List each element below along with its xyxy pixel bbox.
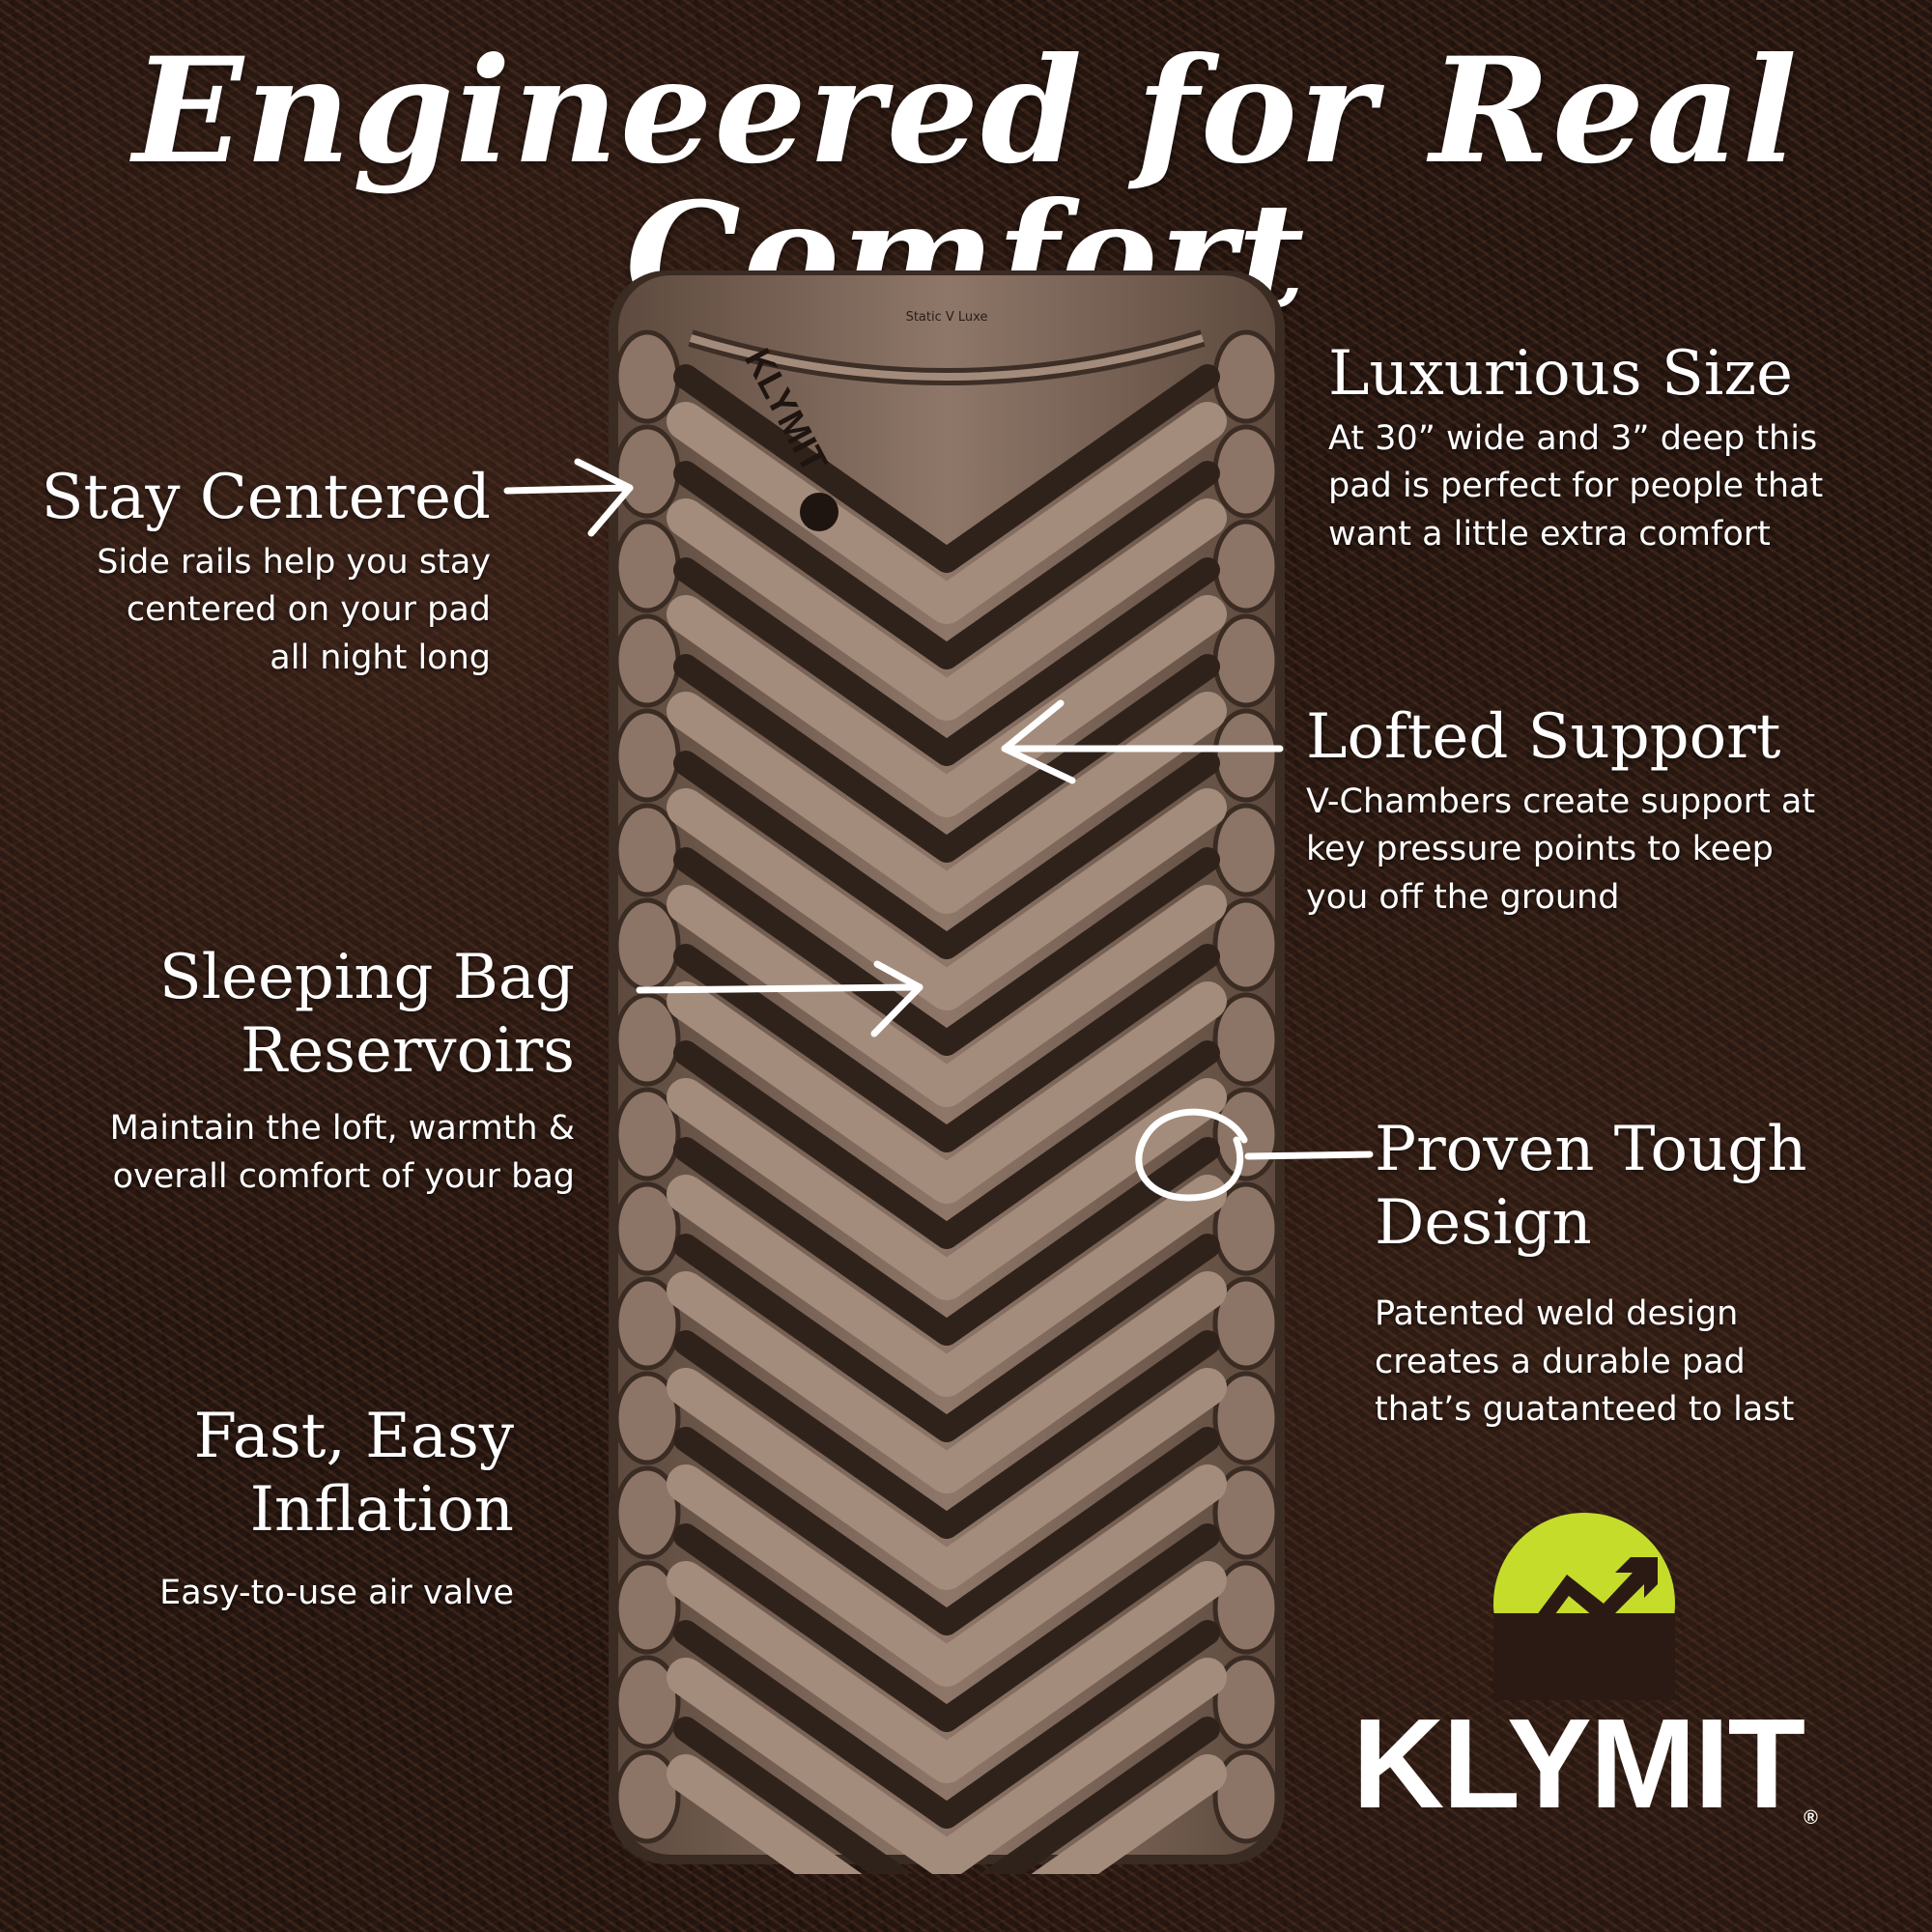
side-rail-segment: [1212, 1465, 1280, 1560]
v-chamber-groove: [673, 1137, 1220, 1346]
feature-title-line: Design: [1375, 1186, 1592, 1259]
side-rail-segment: [613, 992, 681, 1087]
side-rail-segment: [1212, 1371, 1280, 1465]
side-rail-segment: [613, 1560, 681, 1655]
v-chamber-groove: [673, 1040, 1220, 1249]
feature-desc-line: that’s guatanteed to last: [1375, 1390, 1795, 1430]
feature-desc-line: overall comfort of your bag: [112, 1156, 575, 1196]
side-rail-segment: [613, 897, 681, 992]
feature-desc-line: Easy-to-use air valve: [159, 1574, 514, 1613]
feature-title-line: Sleeping Bag: [158, 942, 575, 1013]
klymit-logo: KLYMIT®: [1352, 1507, 1818, 1835]
pad-model-text: Static V Luxe: [906, 310, 988, 325]
v-chamber-groove: [673, 1330, 1220, 1539]
v-chamber: [667, 788, 1227, 1010]
feature-desc-line: Side rails help you stay: [97, 542, 491, 582]
v-chamber: [667, 1271, 1227, 1493]
feature-desc-line: Maintain the loft, warmth &: [109, 1109, 575, 1149]
feature-desc-line: key pressure points to keep: [1306, 830, 1774, 869]
v-chamber-groove: [673, 1234, 1220, 1442]
side-rail-segment: [613, 424, 681, 519]
v-chamber-groove: [673, 557, 1220, 766]
feature-luxurious-size: Luxurious Size At 30” wide and 3” deep t…: [1328, 338, 1823, 559]
side-rail-segment: [613, 1655, 681, 1749]
side-rail-segment: [1212, 1276, 1280, 1371]
side-rail-segment: [613, 329, 681, 424]
side-rail-segment: [1212, 803, 1280, 897]
v-chamber-groove: [673, 1427, 1220, 1635]
side-rail-segment: [1212, 1655, 1280, 1749]
v-chamber: [667, 402, 1227, 624]
v-chamber-groove: [673, 1717, 1220, 1874]
feature-title-line: Inflation: [249, 1473, 514, 1546]
klymit-mountain-logo-icon: [1493, 1513, 1675, 1700]
feature-lofted-support: Lofted Support V-Chambers create support…: [1306, 701, 1815, 923]
v-chamber: [667, 885, 1227, 1107]
feature-title: Lofted Support: [1306, 701, 1781, 773]
feature-desc-line: pad is perfect for people that: [1328, 467, 1824, 506]
side-rail-segment: [1212, 1749, 1280, 1844]
side-rail-segment: [1212, 708, 1280, 803]
pad-valve-icon: [800, 493, 838, 531]
side-rail-segment: [1212, 613, 1280, 708]
feature-desc-line: centered on your pad: [126, 590, 491, 630]
side-rail-segment: [613, 613, 681, 708]
v-chamber-groove: [673, 751, 1220, 959]
v-chamber-groove: [673, 1620, 1220, 1829]
v-chamber-groove: [673, 944, 1220, 1152]
feature-title-line: Fast, Easy: [193, 1401, 514, 1472]
feature-sleeping-bag-reservoirs: Sleeping Bag Reservoirs Maintain the lof…: [110, 942, 575, 1201]
side-rail-segment: [613, 1371, 681, 1465]
sleeping-pad-image: Static V Luxe KLYMIT: [599, 251, 1294, 1874]
v-chamber: [667, 1175, 1227, 1397]
feature-desc-line: Patented weld design: [1375, 1294, 1739, 1334]
feature-desc-line: At 30” wide and 3” deep this: [1328, 418, 1818, 458]
v-chamber-groove: [673, 847, 1220, 1056]
side-rail-segment: [1212, 897, 1280, 992]
side-rail-segment: [1212, 519, 1280, 613]
v-chamber: [667, 498, 1227, 721]
feature-fast-easy-inflation: Fast, Easy Inflation Easy-to-use air val…: [159, 1401, 514, 1618]
v-chamber-groove: [673, 654, 1220, 863]
feature-title: Luxurious Size: [1328, 338, 1793, 410]
feature-desc-line: creates a durable pad: [1375, 1342, 1746, 1381]
feature-desc-line: you off the ground: [1306, 877, 1620, 917]
side-rail-segment: [613, 1276, 681, 1371]
feature-desc-line: all night long: [270, 638, 491, 677]
side-rail-segment: [1212, 424, 1280, 519]
side-rail-segment: [613, 708, 681, 803]
v-chamber: [667, 1078, 1227, 1300]
feature-title-line: Proven Tough: [1375, 1114, 1807, 1185]
side-rail-segment: [613, 803, 681, 897]
brand-name: KLYMIT: [1352, 1692, 1805, 1834]
feature-stay-centered: Stay Centered Side rails help you stay c…: [42, 462, 491, 683]
v-chamber: [667, 1658, 1227, 1874]
v-chamber: [667, 981, 1227, 1204]
side-rail-segment: [613, 1087, 681, 1181]
v-chamber: [667, 1368, 1227, 1590]
side-rail-segment: [1212, 329, 1280, 424]
v-chamber: [667, 1561, 1227, 1783]
side-rail-segment: [1212, 992, 1280, 1087]
v-chamber: [667, 1754, 1227, 1874]
v-chamber-groove: [673, 461, 1220, 669]
feature-proven-tough-design: Proven Tough Design Patented weld design…: [1375, 1114, 1806, 1435]
side-rail-segment: [1212, 1560, 1280, 1655]
headline: Engineered for Real Comfort: [132, 26, 1800, 341]
feature-desc-line: want a little extra comfort: [1328, 514, 1771, 554]
side-rail-segment: [613, 1465, 681, 1560]
v-chamber: [667, 1464, 1227, 1687]
v-chamber-groove: [673, 364, 1220, 573]
side-rail-segment: [613, 1749, 681, 1844]
v-chamber: [667, 692, 1227, 914]
feature-desc-line: V-Chambers create support at: [1306, 781, 1816, 821]
side-rail-segment: [613, 1181, 681, 1276]
v-chamber: [667, 595, 1227, 817]
feature-title-line: Reservoirs: [241, 1014, 575, 1087]
registered-mark: ®: [1804, 1807, 1818, 1829]
feature-title: Stay Centered: [41, 462, 491, 533]
side-rail-segment: [613, 519, 681, 613]
v-chamber-groove: [673, 1523, 1220, 1732]
